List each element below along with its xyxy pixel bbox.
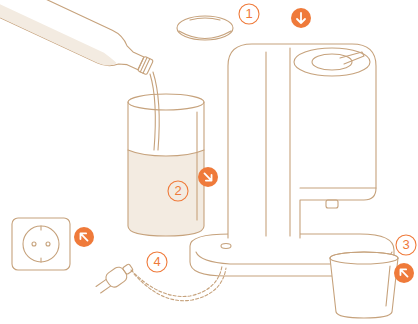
water-stream (150, 74, 155, 150)
tray-hole (221, 244, 231, 249)
panel-line (289, 48, 290, 236)
action-arrow (390, 259, 418, 287)
callout-circle (168, 181, 188, 201)
tank-lid (177, 16, 233, 40)
callout-circle (396, 235, 416, 255)
callout-number: 1 (239, 5, 259, 23)
coffee-machine (228, 44, 376, 238)
cap-ridge (140, 57, 147, 72)
plug-body (104, 265, 130, 290)
arrow-disc (194, 163, 222, 191)
action-arrow (70, 223, 98, 251)
arrow-disc (390, 259, 418, 287)
water-stream (153, 72, 159, 150)
water-bottle (0, 0, 158, 84)
callout-number: 2 (168, 182, 188, 200)
lid-edge (179, 31, 231, 39)
callout-number: 3 (396, 236, 416, 254)
locking-lever (340, 52, 364, 64)
plug-strain (122, 264, 133, 275)
lid-notch (190, 18, 220, 20)
bottle-body (0, 0, 149, 80)
action-arrows (70, 8, 418, 287)
socket-hole (46, 242, 50, 246)
water-tank (128, 102, 204, 236)
ground-clip (40, 258, 41, 262)
arrow-disc (70, 223, 98, 251)
action-arrow (194, 163, 222, 191)
wall-outlet (12, 218, 70, 270)
ground-clip (40, 226, 41, 230)
callout-number: 4 (147, 253, 167, 271)
callout-circle (147, 252, 167, 272)
tank-water (128, 150, 204, 236)
power-cable (134, 268, 226, 301)
cup-rim (330, 252, 398, 264)
tank-highlight (196, 112, 197, 220)
plug-prong (96, 280, 106, 287)
callout-circle (239, 4, 259, 24)
power-plug (94, 260, 136, 296)
power-cable (131, 266, 222, 296)
bottle-cap (138, 56, 154, 75)
socket-hole (32, 242, 36, 246)
socket (23, 226, 59, 262)
glass-cup (330, 258, 398, 318)
arrow-glyph (78, 231, 91, 244)
tank-rim (128, 94, 204, 110)
panel-line (265, 52, 266, 236)
arrow-glyph (398, 267, 411, 280)
head-line (300, 187, 376, 188)
cup-highlight (386, 266, 390, 306)
arrow-glyph (202, 171, 215, 184)
arrow-glyph (297, 13, 305, 23)
plug-prong (101, 286, 111, 293)
cap-ridge (143, 59, 150, 74)
machine-head (294, 48, 370, 76)
coffee-spout (326, 200, 338, 208)
arrow-disc (291, 8, 311, 28)
action-arrow (291, 8, 311, 28)
water-level (128, 150, 204, 156)
bottle-water (0, 0, 118, 70)
